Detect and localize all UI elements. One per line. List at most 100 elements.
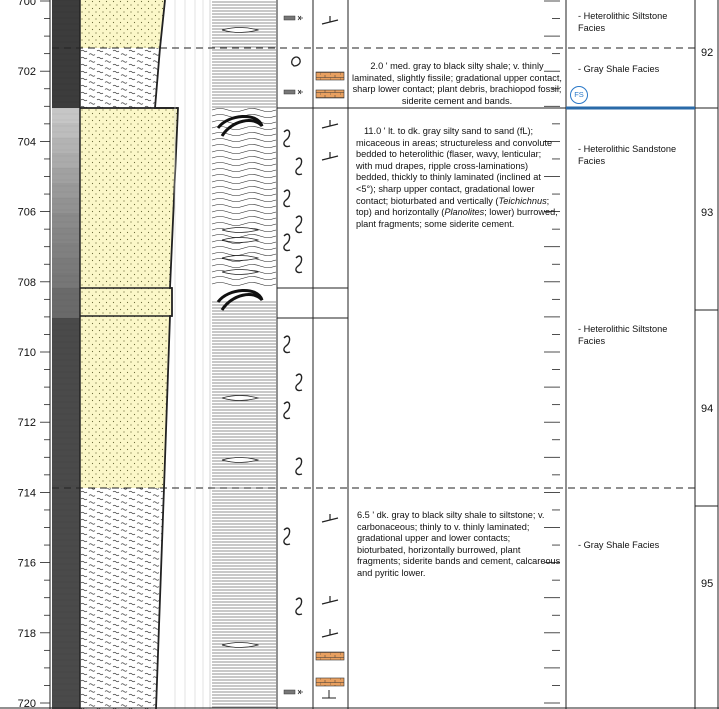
burrow-trace-icon bbox=[295, 255, 303, 274]
siderite-band-icon bbox=[315, 71, 345, 81]
burrow-trace-icon bbox=[283, 233, 291, 252]
wavy-lamination bbox=[211, 174, 277, 178]
lens-lamination bbox=[221, 269, 260, 275]
plant-debris-icon bbox=[297, 89, 303, 95]
upper-shale-lithology bbox=[80, 48, 160, 108]
grayscale-band bbox=[52, 258, 80, 273]
burrow-trace-icon bbox=[295, 597, 303, 616]
upper-sand-lithology bbox=[80, 0, 165, 48]
grayscale-band bbox=[52, 168, 80, 183]
burrow-trace-icon bbox=[283, 335, 291, 354]
lithology-column bbox=[79, 0, 179, 709]
wavy-lamination bbox=[211, 252, 277, 256]
grayscale-band bbox=[52, 198, 80, 213]
depth-label: 720 bbox=[18, 698, 36, 709]
facies-label: - Gray Shale Facies bbox=[578, 540, 660, 550]
trace-fossil-name: Planolites bbox=[444, 207, 485, 218]
grayscale-band bbox=[52, 273, 80, 288]
wavy-lamination bbox=[211, 216, 277, 220]
depth-ticks bbox=[40, 0, 50, 704]
depth-label: 708 bbox=[18, 277, 36, 289]
depth-label: 704 bbox=[18, 136, 36, 148]
interval-thickness: 11.0 ' bbox=[364, 126, 386, 136]
convolute-bedding-symbol bbox=[216, 115, 264, 137]
depth-label: 706 bbox=[18, 207, 36, 219]
facies-label: - Heterolithic Sandstone Facies bbox=[578, 144, 677, 166]
wavy-lamination bbox=[211, 108, 277, 112]
depth-label: 714 bbox=[18, 487, 36, 499]
flooding-surface-badge: FS bbox=[570, 86, 588, 104]
scale-column bbox=[544, 0, 567, 709]
burrow-trace-icon bbox=[295, 457, 303, 476]
burrow-trace-icon bbox=[295, 373, 303, 392]
wavy-lamination bbox=[211, 246, 277, 250]
plant-debris-icon bbox=[283, 15, 296, 21]
burrow-trace-icon bbox=[295, 215, 303, 234]
fissility-symbol bbox=[321, 120, 339, 129]
core-number: 94 bbox=[701, 403, 714, 415]
interval-description-sandstone: 11.0 ' lt. to dk. gray silty sand to san… bbox=[356, 126, 560, 230]
calcareous-symbol bbox=[322, 690, 336, 699]
sand-bed-lithology bbox=[80, 288, 172, 316]
wavy-lamination bbox=[211, 150, 277, 154]
core-number: 92 bbox=[701, 47, 714, 59]
interval-thickness: 6.5 ' bbox=[357, 510, 375, 520]
interval-thickness: 2.0 ' bbox=[370, 61, 388, 71]
interval-boundaries bbox=[277, 107, 718, 507]
wavy-lamination bbox=[211, 282, 277, 286]
wavy-lamination bbox=[211, 144, 277, 148]
wavy-lamination bbox=[211, 222, 277, 226]
burrow-trace-icon bbox=[283, 527, 291, 546]
wavy-lamination bbox=[211, 162, 277, 166]
interval-description-lower-shale: 6.5 ' dk. gray to black silty shale to s… bbox=[357, 510, 561, 580]
wavy-lamination bbox=[211, 192, 277, 196]
core-number: 95 bbox=[701, 578, 714, 590]
wavy-lamination bbox=[211, 156, 277, 160]
lens-lamination bbox=[221, 395, 260, 401]
lens-lamination bbox=[221, 642, 260, 648]
wavy-lamination bbox=[211, 198, 277, 202]
plant-debris-icon bbox=[297, 689, 303, 695]
depth-label: 710 bbox=[18, 347, 36, 359]
fissility-symbol bbox=[321, 514, 339, 523]
core-number: 93 bbox=[701, 207, 714, 219]
lens-lamination bbox=[221, 227, 260, 233]
burrow-trace-icon bbox=[283, 401, 291, 420]
interval-text-b: ; top) and horizontally ( bbox=[356, 195, 550, 218]
grayscale-band bbox=[52, 243, 80, 258]
interval-text: dk. gray to black silty shale to siltsto… bbox=[357, 510, 561, 578]
plant-debris-icon bbox=[283, 689, 296, 695]
burrow-trace-icon bbox=[295, 157, 303, 176]
plant-debris-icon bbox=[297, 15, 303, 21]
lens-lamination bbox=[221, 27, 260, 33]
fissility-symbol bbox=[321, 596, 339, 605]
lens-lamination bbox=[221, 255, 260, 261]
grayscale-band bbox=[52, 138, 80, 153]
fissility-symbol bbox=[321, 629, 339, 638]
depth-label: 712 bbox=[18, 417, 36, 429]
grayscale-bands bbox=[52, 0, 80, 709]
sand-lower-lithology bbox=[80, 316, 170, 488]
depth-label: 716 bbox=[18, 558, 36, 570]
trace-fossil-column bbox=[283, 0, 314, 709]
grayscale-band bbox=[52, 153, 80, 168]
burrow-trace-icon bbox=[283, 129, 291, 148]
siderite-band-icon bbox=[315, 651, 345, 661]
brachiopod-fossil-icon bbox=[291, 56, 301, 67]
wavy-lamination bbox=[211, 234, 277, 238]
sedimentary-structures-column bbox=[209, 0, 278, 709]
wavy-lamination bbox=[211, 276, 277, 280]
lens-lamination bbox=[221, 237, 260, 243]
depth-label: 700 bbox=[18, 0, 36, 8]
facies-label: - Gray Shale Facies bbox=[578, 64, 660, 74]
wavy-lamination bbox=[211, 138, 277, 142]
main-sand-lithology bbox=[80, 108, 178, 288]
convolute-bedding-symbol bbox=[216, 289, 264, 311]
accessories-column bbox=[315, 0, 349, 709]
grayscale-band bbox=[52, 183, 80, 198]
interval-description-upper-shale: 2.0 ' med. gray to black silty shale; v.… bbox=[352, 61, 562, 107]
interval-text: med. gray to black silty shale; v. thinl… bbox=[352, 61, 562, 106]
